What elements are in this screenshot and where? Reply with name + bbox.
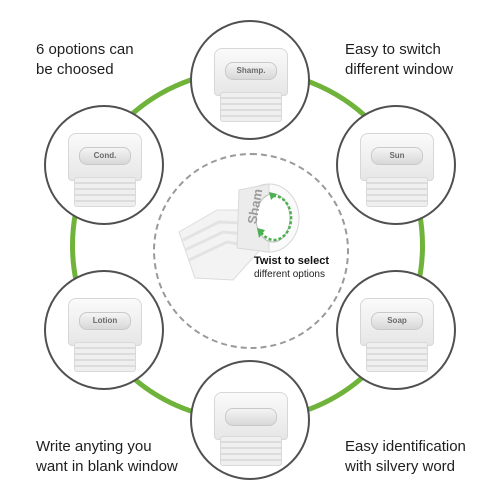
option-node-lotion: Lotion <box>44 270 164 390</box>
cap-window-blank <box>225 408 277 426</box>
caption-line: different window <box>345 61 454 78</box>
caption-line: Write anyting you <box>36 438 152 455</box>
cap-thread <box>74 342 136 372</box>
option-node-soap: Soap <box>336 270 456 390</box>
cap-side-label: Sham <box>244 188 265 225</box>
cap-icon: Soap <box>360 298 434 346</box>
cap-icon <box>214 392 288 440</box>
caption-line: 6 opotions can <box>36 41 134 58</box>
caption-line: be choosed <box>36 61 114 78</box>
cap-thread <box>366 177 428 207</box>
caption-line: with silvery word <box>345 458 456 475</box>
caption-switch: Easy to switch different window <box>345 40 453 80</box>
cap-thread <box>220 92 282 122</box>
cap-window-label: Sun <box>371 147 423 165</box>
twist-instructions: Twist to select different options <box>254 255 329 280</box>
cap-thread <box>74 177 136 207</box>
option-node-conditioner: Cond. <box>44 105 164 225</box>
option-node-shampoo: Shamp. <box>190 20 310 140</box>
twist-title: Twist to select <box>254 255 329 267</box>
option-node-blank <box>190 360 310 480</box>
option-node-sun: Sun <box>336 105 456 225</box>
caption-line: want in blank window <box>36 458 178 475</box>
cap-icon: Lotion <box>68 298 142 346</box>
caption-options: 6 opotions can be choosed <box>36 40 134 80</box>
cap-icon: Cond. <box>68 133 142 181</box>
cap-thread <box>220 436 282 466</box>
cap-thread <box>366 342 428 372</box>
cap-window-label: Soap <box>371 312 423 330</box>
cap-window-label: Cond. <box>79 147 131 165</box>
cap-window-label: Shamp. <box>225 62 277 80</box>
caption-line: Easy identification <box>345 438 466 455</box>
cap-window-label: Lotion <box>79 312 131 330</box>
caption-identification: Easy identification with silvery word <box>345 437 466 477</box>
twist-subtitle: different options <box>254 269 325 280</box>
caption-line: Easy to switch <box>345 41 441 58</box>
cap-icon: Shamp. <box>214 48 288 96</box>
caption-blank-window: Write anyting you want in blank window <box>36 437 178 477</box>
cap-icon: Sun <box>360 133 434 181</box>
twist-cap-illustration: Sham <box>178 183 300 281</box>
